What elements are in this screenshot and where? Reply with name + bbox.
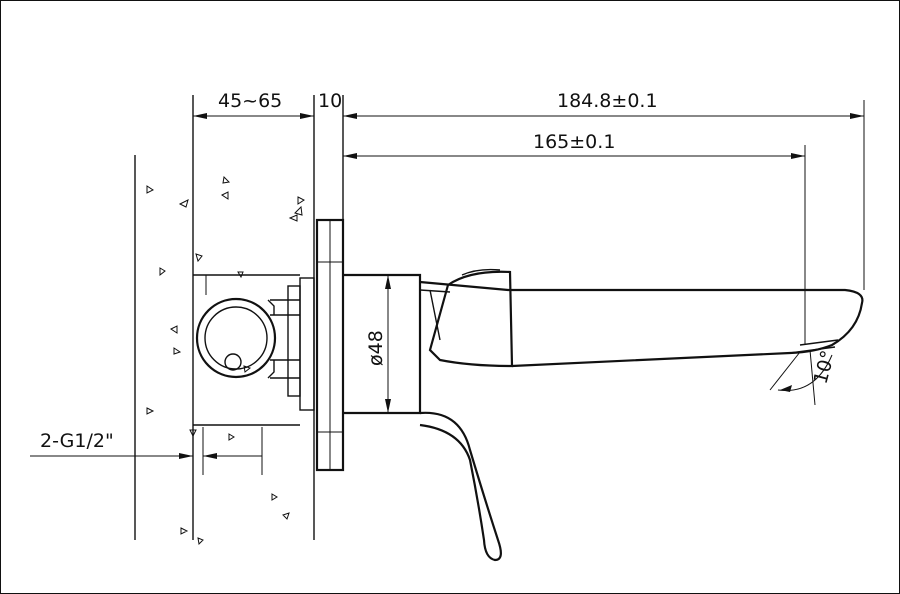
valve-port-circle [224, 353, 242, 371]
wall-plate [313, 95, 345, 540]
valve-inner-circle [204, 306, 268, 370]
dim-overall: 184.8±0.1 [343, 90, 865, 290]
wall-section [134, 95, 305, 546]
dim-thread: 2-G1/2" [30, 427, 263, 475]
spout-body [343, 268, 864, 562]
wall-hatch-marks [146, 175, 305, 546]
dim-label-thread: 2-G1/2" [40, 430, 114, 452]
dim-label-spout: 165±0.1 [533, 131, 615, 153]
valve-body [193, 274, 315, 426]
dim-label-diameter: ø48 [365, 330, 387, 366]
dim-label-angle: 10° [810, 348, 840, 386]
dim-diameter: ø48 [365, 275, 391, 413]
handle-lever [419, 411, 502, 562]
dim-plate: 10 [300, 90, 358, 119]
dim-angle: 10° [769, 348, 840, 406]
dim-label-wall-depth: 45~65 [218, 90, 282, 112]
dim-label-overall: 184.8±0.1 [557, 90, 658, 112]
dim-wall-depth: 45~65 [193, 90, 314, 119]
dim-label-plate: 10 [318, 90, 342, 112]
valve-outer-circle [195, 297, 277, 379]
dim-spout: 165±0.1 [343, 131, 806, 345]
